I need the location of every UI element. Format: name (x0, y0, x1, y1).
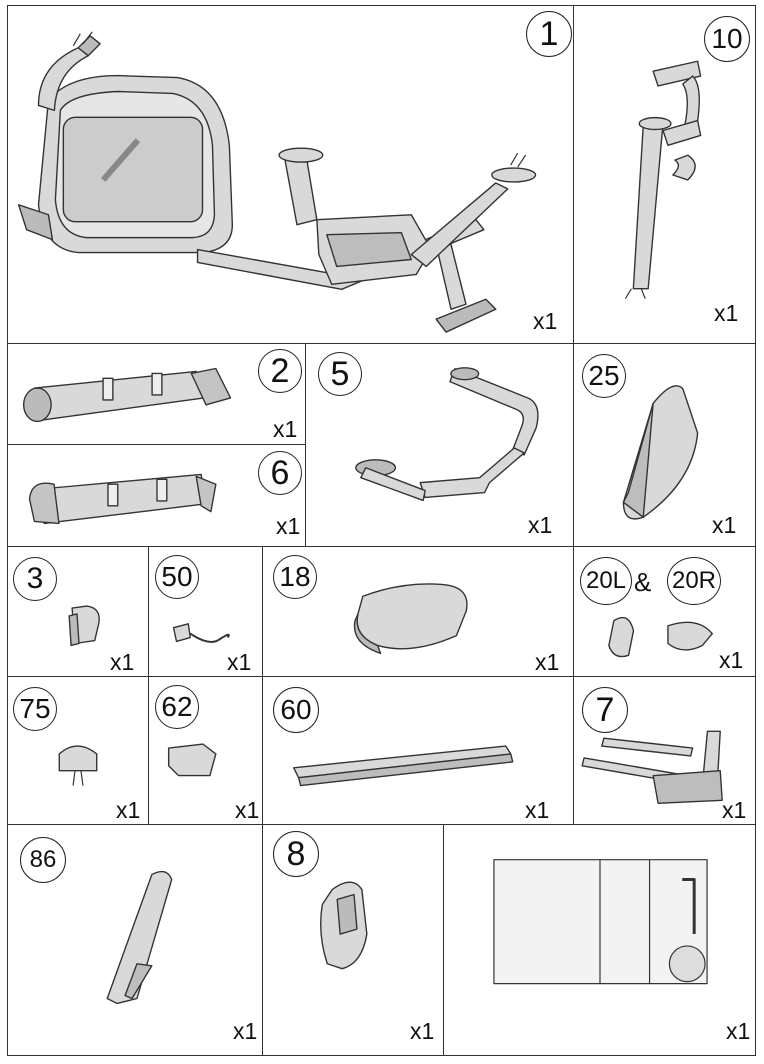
quantity-label: x1 (273, 416, 298, 442)
quantity-label: x1 (525, 797, 550, 823)
part-cell-5: 5 x1 (305, 343, 574, 547)
part-number-badge: 10 (704, 16, 750, 62)
part-number-badge: 18 (273, 555, 317, 599)
quantity-label: x1 (722, 797, 747, 823)
part-number-badge: 8 (273, 831, 319, 877)
handlebar-icon (355, 367, 539, 502)
part-cell-18: 18 x1 (262, 546, 574, 677)
part-number-badge: 60 (273, 687, 319, 733)
seat-cushion-icon (353, 583, 468, 655)
quantity-label: x1 (533, 308, 558, 334)
part-cell-62: 62 x1 (148, 676, 263, 825)
quantity-label: x1 (535, 649, 560, 675)
part-cell-25: 25 x1 (573, 343, 756, 547)
part-cell-7: 7 x1 (573, 676, 756, 825)
quantity-label: x1 (235, 797, 260, 823)
part-number-badge: 1 (526, 11, 572, 57)
part-cell-2: 2 x1 (7, 343, 306, 445)
quantity-label: x1 (110, 649, 135, 675)
part-cell-10: 10 x1 (573, 5, 756, 344)
quantity-label: x1 (714, 300, 739, 326)
part-number-badge: 50 (155, 555, 199, 599)
part-number-badge: 62 (155, 685, 199, 729)
bottle-holder-icon (68, 605, 100, 647)
console-icon (320, 881, 368, 970)
ampersand-label: & (634, 567, 652, 597)
part-cell-75: 75 x1 (7, 676, 149, 825)
part-cell-6: 6 x1 (7, 444, 306, 547)
quantity-label: x1 (233, 1018, 258, 1044)
quantity-label: x1 (276, 513, 301, 539)
part-number-badge: 75 (13, 687, 57, 731)
quantity-label: x1 (116, 797, 141, 823)
quantity-label: x1 (726, 1018, 751, 1044)
part-number-badge: 25 (582, 354, 626, 398)
handlebar-post-icon (624, 60, 702, 299)
quantity-label: x1 (719, 647, 744, 673)
part-number-badge: 5 (318, 352, 362, 396)
seat-bracket-icon (581, 730, 723, 804)
part-number-badge: 3 (13, 557, 57, 601)
part-cell-1: 1 x1 (7, 5, 574, 344)
hardware-card-icon (493, 859, 708, 985)
quantity-label: x1 (227, 649, 252, 675)
part-cell-8: 8 x1 (262, 824, 444, 1056)
quantity-label: x1 (712, 512, 737, 538)
bike-frame-icon (17, 31, 537, 333)
part-number-badge: 20L (580, 557, 632, 605)
rear-stabilizer-icon (22, 367, 232, 423)
quantity-label: x1 (528, 512, 553, 538)
part-cell-86: 86 x1 (7, 824, 263, 1056)
part-number-badge: 6 (258, 451, 302, 495)
backrest-pad-icon (622, 385, 699, 520)
part-cell-50: 50 x1 (148, 546, 263, 677)
pedals-icon (608, 616, 713, 658)
part-cell-hardware: x1 (443, 824, 756, 1056)
part-cell-60: 60 x1 (262, 676, 574, 825)
side-cover-icon (106, 870, 173, 1005)
power-adapter-icon (172, 623, 230, 643)
part-number-badge: 7 (582, 687, 628, 733)
front-stabilizer-icon (28, 473, 217, 525)
part-number-badge: 20R (667, 557, 721, 605)
quantity-label: x1 (410, 1018, 435, 1044)
seat-rail-icon (293, 745, 514, 787)
part-cell-3: 3 x1 (7, 546, 149, 677)
part-number-badge: 2 (258, 349, 302, 393)
part-cell-20: 20L & 20R x1 (573, 546, 756, 677)
part-number-badge: 86 (20, 837, 66, 883)
end-cap-icon (167, 743, 217, 777)
cover-cap-icon (58, 745, 98, 786)
